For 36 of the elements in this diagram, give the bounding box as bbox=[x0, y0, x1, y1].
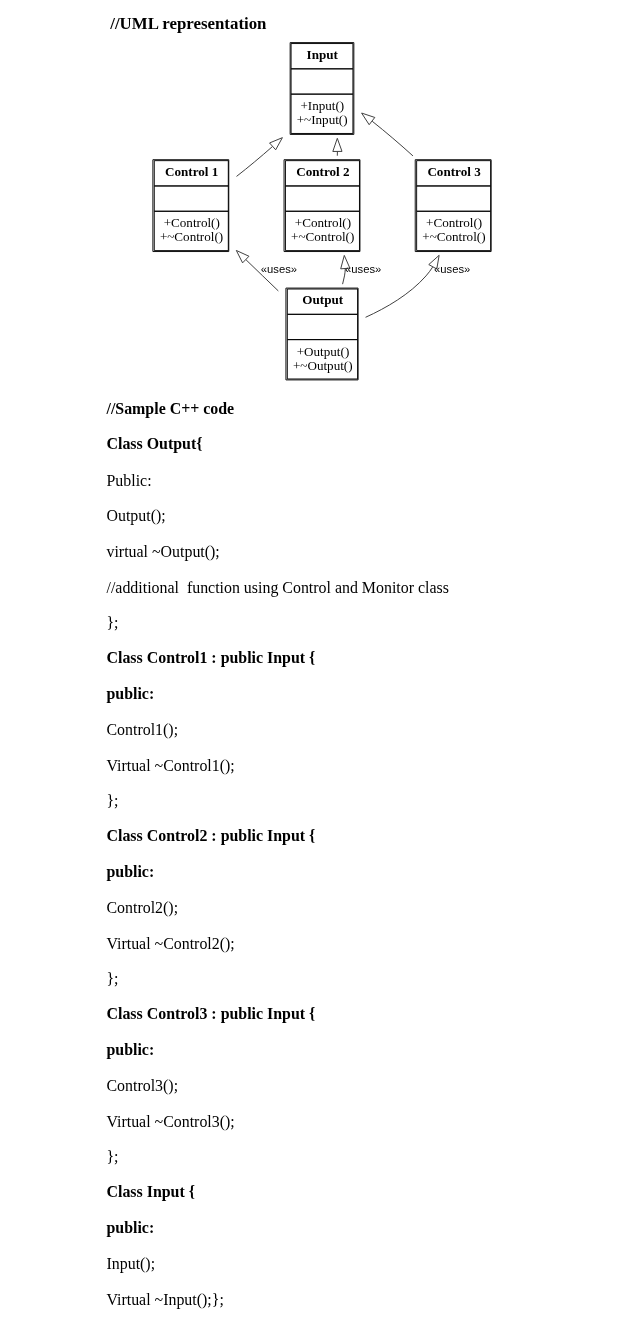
label: public: bbox=[106, 1040, 155, 1058]
label: Control3(); bbox=[106, 1077, 179, 1095]
diagram-title: //UML representation bbox=[110, 13, 267, 33]
label: Input(); bbox=[106, 1255, 156, 1273]
label: Virtual ~Control3(); bbox=[106, 1112, 235, 1130]
label: Class Output{ bbox=[106, 435, 203, 453]
label: }; bbox=[106, 970, 119, 988]
edge-label: «uses» bbox=[260, 262, 298, 275]
label: Public: bbox=[106, 471, 152, 489]
label: public: bbox=[106, 862, 155, 880]
label: Control1(); bbox=[106, 721, 179, 739]
arrow bbox=[235, 250, 279, 292]
arrow bbox=[365, 254, 440, 318]
label: //Sample C++ code bbox=[106, 399, 235, 417]
label: }; bbox=[106, 614, 119, 632]
edge-label: «uses» bbox=[345, 262, 382, 275]
label: public: bbox=[106, 1218, 155, 1236]
label: //additional function using Control and Monitor class bbox=[106, 578, 449, 596]
label: Class Control3 : public Input { bbox=[106, 1005, 316, 1023]
label: Virtual ~Input();}; bbox=[106, 1290, 224, 1308]
arrow bbox=[332, 137, 343, 157]
label: Class Control2 : public Input { bbox=[106, 826, 316, 844]
edge-label: «uses» bbox=[434, 262, 471, 275]
label: Class Input { bbox=[106, 1183, 195, 1201]
label: Control2(); bbox=[106, 899, 179, 917]
label: public: bbox=[106, 684, 155, 702]
arrow bbox=[236, 137, 283, 177]
label: Output(); bbox=[106, 507, 166, 525]
label: Virtual ~Control1(); bbox=[106, 756, 235, 774]
label: }; bbox=[106, 792, 119, 810]
arrow bbox=[361, 112, 414, 157]
label: Class Control1 : public Input { bbox=[106, 648, 316, 666]
label: virtual ~Output(); bbox=[106, 543, 220, 561]
label: }; bbox=[106, 1148, 119, 1166]
arrow bbox=[340, 254, 351, 285]
label: Virtual ~Control2(); bbox=[106, 934, 235, 952]
